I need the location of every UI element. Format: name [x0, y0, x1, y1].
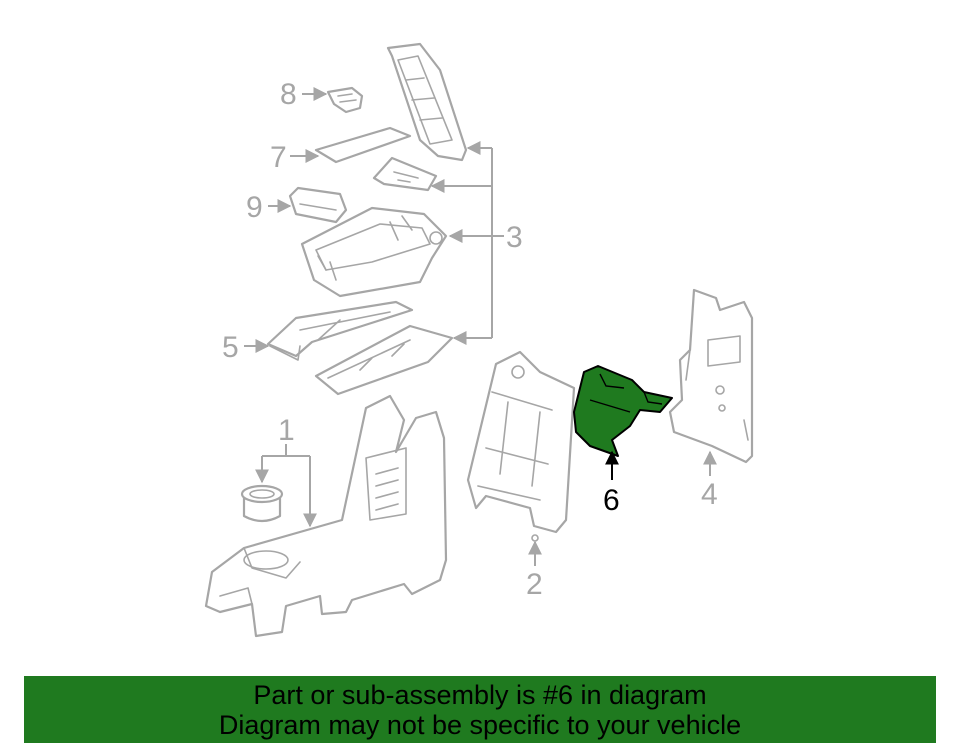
callout-2[interactable]: 2: [526, 568, 543, 601]
part-4-panel: [668, 288, 754, 464]
info-banner: Part or sub-assembly is #6 in diagram Di…: [24, 676, 936, 743]
part-1-console: [204, 394, 448, 638]
part-1-cupholder: [240, 484, 284, 523]
banner-line-1: Part or sub-assembly is #6 in diagram: [253, 679, 707, 710]
part-3-bracket: [372, 156, 438, 192]
callout-4[interactable]: 4: [701, 478, 718, 511]
callout-1[interactable]: 1: [278, 414, 295, 447]
part-3-bin: [300, 206, 448, 298]
callout-7[interactable]: 7: [270, 141, 287, 174]
callout-9[interactable]: 9: [246, 191, 263, 224]
callout-3[interactable]: 3: [506, 221, 523, 254]
part-2-frame: [466, 350, 576, 542]
armrest-lid: [386, 42, 468, 162]
part-3-base-plate: [314, 324, 454, 396]
callout-5[interactable]: 5: [222, 331, 239, 364]
leader-lines: [244, 87, 717, 566]
callout-8[interactable]: 8: [280, 78, 297, 111]
part-9-tray: [288, 186, 348, 224]
banner-line-2: Diagram may not be specific to your vehi…: [218, 709, 742, 740]
part-6-highlighted[interactable]: [573, 365, 673, 457]
part-5-cover: [266, 300, 414, 361]
part-8-latch: [326, 86, 364, 114]
part-7-pad: [314, 126, 412, 164]
callout-6[interactable]: 6: [603, 484, 620, 517]
